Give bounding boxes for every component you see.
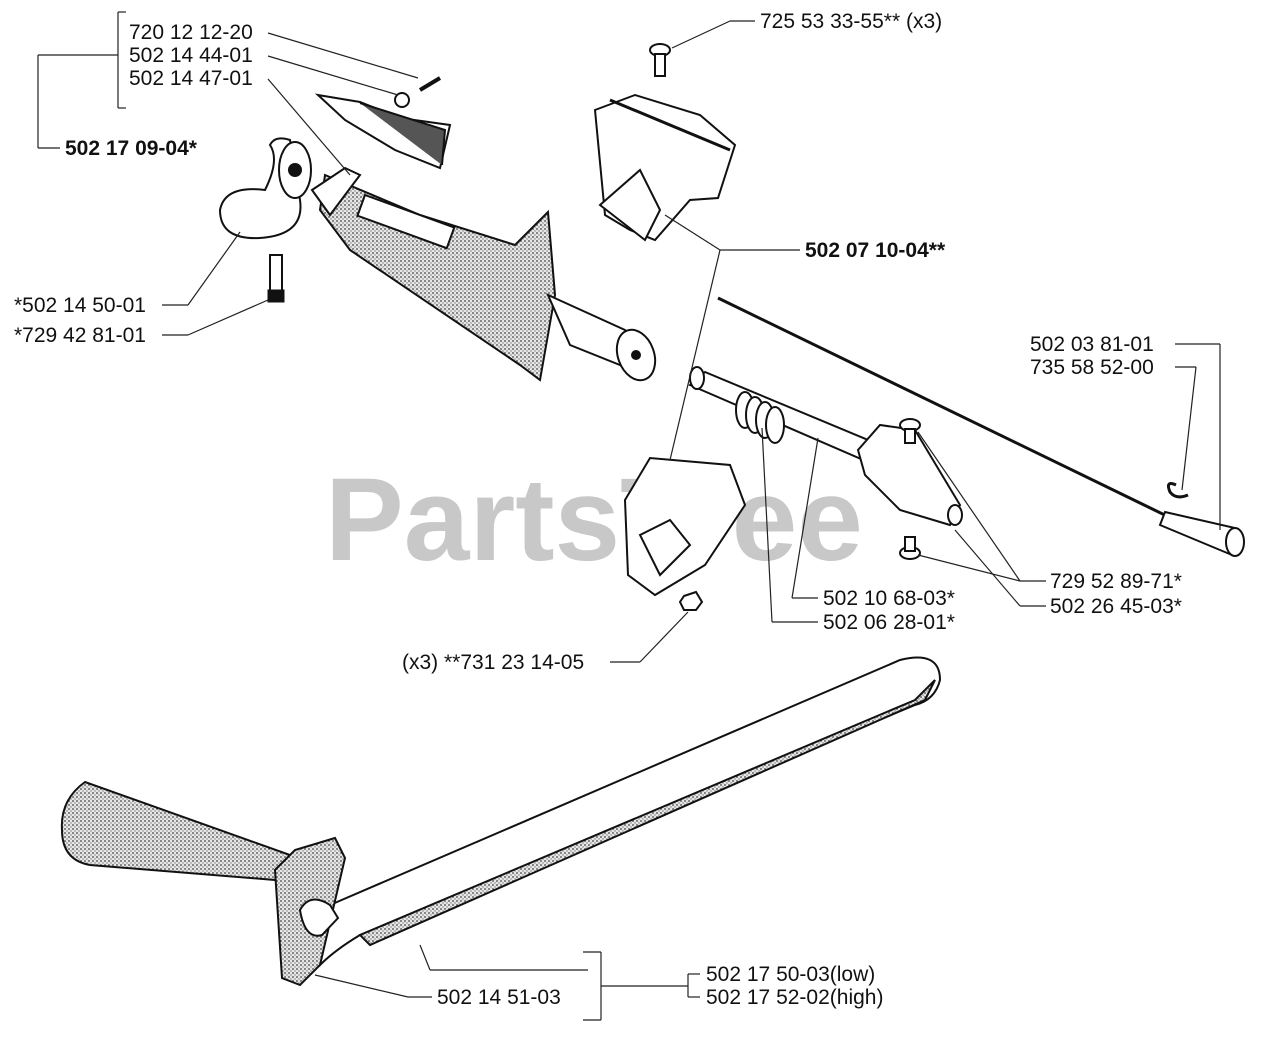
screw-part	[267, 254, 285, 303]
leader-lines	[37, 11, 1221, 1021]
label-502-17-52-02: 502 17 52-02(high)	[706, 986, 883, 1009]
label-731-23-14-05: (x3) **731 23 14-05	[402, 651, 584, 674]
label-502-17-50-03: 502 17 50-03(low)	[706, 963, 875, 986]
drive-shaft-part	[688, 366, 882, 464]
label-502-14-47-01: 502 14 47-01	[129, 67, 253, 90]
spring-part	[394, 92, 410, 108]
label-502-06-28-01: 502 06 28-01*	[823, 611, 955, 634]
throttle-trigger-part	[314, 93, 452, 170]
pin-part	[418, 76, 442, 92]
upper-clamp-part	[593, 93, 737, 242]
label-502-07-10-04: 502 07 10-04**	[805, 239, 946, 262]
label-502-03-81-01: 502 03 81-01	[1030, 333, 1154, 356]
label-502-17-09-04: 502 17 09-04*	[65, 137, 198, 160]
label-729-52-89-71: 729 52 89-71*	[1050, 570, 1182, 593]
label-729-42-81-01: *729 42 81-01	[14, 324, 146, 347]
watermark: PartsTree	[325, 454, 863, 586]
label-502-14-51-03: 502 14 51-03	[437, 986, 561, 1009]
label-502-14-44-01: 502 14 44-01	[129, 44, 253, 67]
bearing-housing-part	[856, 423, 963, 527]
handle-cap-part	[218, 137, 312, 240]
clamp-screw-part	[649, 43, 671, 77]
label-720-12-12-20: 720 12 12-20	[129, 21, 253, 44]
label-502-14-50-01: *502 14 50-01	[14, 294, 146, 317]
part-labels: 720 12 12-20 502 14 44-01 502 14 47-01 5…	[14, 10, 1182, 1009]
lower-clamp-part	[623, 456, 747, 597]
housing-screw-top	[899, 418, 921, 444]
label-725-53-33-55: 725 53 33-55** (x3)	[760, 10, 942, 33]
label-735-58-52-00: 735 58 52-00	[1030, 356, 1154, 379]
label-502-10-68-03: 502 10 68-03*	[823, 587, 955, 610]
handle-housing	[310, 166, 657, 382]
cable-clip-part	[1167, 482, 1189, 499]
label-502-26-45-03: 502 26 45-03*	[1050, 595, 1182, 618]
housing-screw-bottom	[899, 536, 921, 560]
nut-part	[678, 590, 704, 611]
shaft-spring-part	[735, 391, 785, 444]
loop-handle-part	[60, 656, 942, 987]
throttle-cable-part	[717, 296, 1245, 557]
